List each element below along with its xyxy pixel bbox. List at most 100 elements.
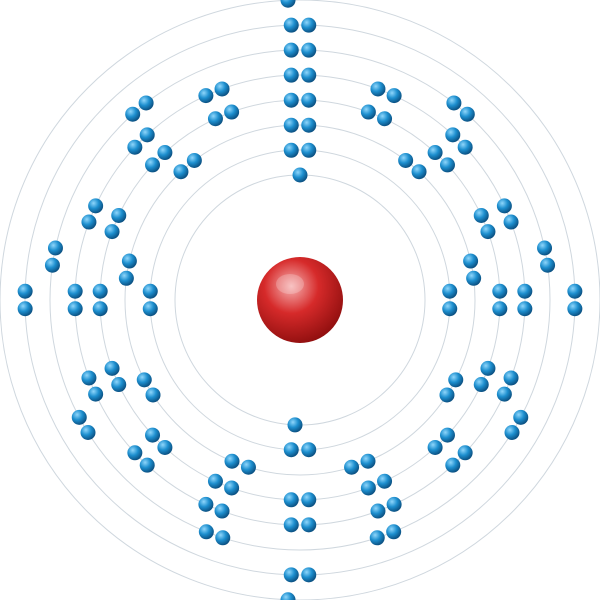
electron-shell-5-17 xyxy=(301,517,317,533)
electron-shell-2-5 xyxy=(301,442,317,458)
electron-shell-2-7 xyxy=(142,301,158,317)
electron-shell-5-25 xyxy=(67,301,83,317)
electron-shell-3-12 xyxy=(224,453,240,469)
electron-shell-6-2 xyxy=(301,42,317,58)
electron-shell-5-10 xyxy=(517,301,533,317)
electron-shell-6-8 xyxy=(504,425,520,440)
electron-shell-5-28 xyxy=(88,198,104,214)
electron-shell-5-3 xyxy=(370,81,386,97)
electron-shell-3-1 xyxy=(283,117,299,133)
electron-shell-4-29 xyxy=(145,157,161,173)
electron-shell-6-12 xyxy=(198,524,214,540)
electron-shell-5-23 xyxy=(88,386,104,402)
orbit-shell-7 xyxy=(24,24,576,576)
electron-shell-1-1 xyxy=(292,167,308,183)
electron-shell-7-8 xyxy=(17,283,33,299)
electron-shell-5-5 xyxy=(445,127,461,143)
electron-shell-5-9 xyxy=(517,283,533,299)
electron-shell-5-13 xyxy=(457,445,473,461)
electron-shell-4-26 xyxy=(92,283,108,299)
electron-shell-4-14 xyxy=(427,439,443,455)
electron-shell-4-13 xyxy=(439,427,455,443)
electron-shell-5-14 xyxy=(445,457,461,473)
electron-shell-5-32 xyxy=(214,81,230,97)
electron-shell-3-6 xyxy=(466,270,482,286)
electron-shell-3-8 xyxy=(439,387,455,403)
electron-shell-3-4 xyxy=(411,164,427,180)
electron-shell-4-30 xyxy=(157,145,173,161)
electron-shell-3-9 xyxy=(360,453,376,469)
electron-shell-6-5 xyxy=(537,240,553,256)
electron-shell-6-7 xyxy=(513,409,529,425)
electron-shell-6-13 xyxy=(80,425,96,440)
electron-shell-4-1 xyxy=(283,92,299,108)
electron-shell-5-4 xyxy=(386,88,402,104)
electron-shell-5-21 xyxy=(139,457,155,473)
electron-shell-4-5 xyxy=(427,145,443,161)
electron-shell-6-11 xyxy=(215,530,231,546)
orbit-shell-6 xyxy=(49,49,551,551)
electron-shell-5-30 xyxy=(139,127,155,143)
orbit-shell-4 xyxy=(99,99,501,501)
electron-shell-6-15 xyxy=(44,257,60,273)
electron-shell-3-15 xyxy=(118,270,134,286)
electron-shell-8-2 xyxy=(280,592,296,600)
electron-shell-3-13 xyxy=(145,387,161,403)
electron-shell-4-28 xyxy=(111,207,127,223)
electron-shell-5-6 xyxy=(457,139,473,155)
electron-shell-4-19 xyxy=(224,480,240,496)
electron-shell-4-7 xyxy=(473,207,489,223)
electron-shell-5-31 xyxy=(198,88,214,104)
electron-shell-5-16 xyxy=(370,503,386,519)
electron-shell-4-2 xyxy=(301,92,317,108)
electron-shell-4-32 xyxy=(224,104,240,120)
electron-shell-4-21 xyxy=(157,439,173,455)
electron-shell-8-1 xyxy=(280,0,296,8)
electron-shell-6-4 xyxy=(459,106,475,122)
electron-shell-5-19 xyxy=(214,503,230,519)
electron-shell-6-1 xyxy=(283,42,299,58)
electron-shell-4-18 xyxy=(283,492,299,508)
orbit-shell-3 xyxy=(124,124,476,476)
electron-layer xyxy=(17,0,583,600)
electron-shell-5-8 xyxy=(503,214,519,230)
electron-shell-2-6 xyxy=(283,442,299,458)
electron-shell-4-9 xyxy=(492,283,508,299)
electron-shell-5-2 xyxy=(301,67,317,83)
electron-shell-5-22 xyxy=(127,445,143,461)
electron-shell-3-17 xyxy=(173,164,189,180)
electron-shell-2-1 xyxy=(283,142,299,158)
electron-shell-7-6 xyxy=(283,567,299,583)
electron-shell-5-20 xyxy=(198,496,214,512)
electron-shell-4-17 xyxy=(301,492,317,508)
electron-shell-4-15 xyxy=(377,473,393,489)
electron-shell-6-9 xyxy=(386,524,402,540)
electron-shell-4-16 xyxy=(360,480,376,496)
electron-shell-4-10 xyxy=(492,301,508,317)
electron-shell-4-25 xyxy=(92,301,108,317)
electron-shell-7-5 xyxy=(301,567,317,583)
orbit-shell-2 xyxy=(149,149,451,451)
nucleus-highlight xyxy=(276,274,304,294)
electron-shell-1-2 xyxy=(287,417,303,433)
electron-shell-5-24 xyxy=(81,370,97,386)
electron-shell-4-27 xyxy=(104,224,120,240)
electron-shell-2-4 xyxy=(442,301,458,317)
electron-shell-3-14 xyxy=(136,372,152,388)
electron-shell-4-23 xyxy=(111,377,127,393)
electron-shell-4-6 xyxy=(439,157,455,173)
electron-shell-4-4 xyxy=(377,111,393,127)
electron-shell-4-8 xyxy=(480,224,496,240)
electron-shell-7-1 xyxy=(283,17,299,33)
electron-shell-3-2 xyxy=(301,117,317,133)
electron-shell-5-27 xyxy=(81,214,97,230)
electron-shell-5-15 xyxy=(386,496,402,512)
electron-shell-3-16 xyxy=(121,253,137,269)
electron-shell-3-3 xyxy=(398,152,414,168)
electron-shell-3-7 xyxy=(448,372,464,388)
electron-shell-6-16 xyxy=(47,240,63,256)
electron-shell-4-22 xyxy=(145,427,161,443)
electron-shell-2-3 xyxy=(442,283,458,299)
